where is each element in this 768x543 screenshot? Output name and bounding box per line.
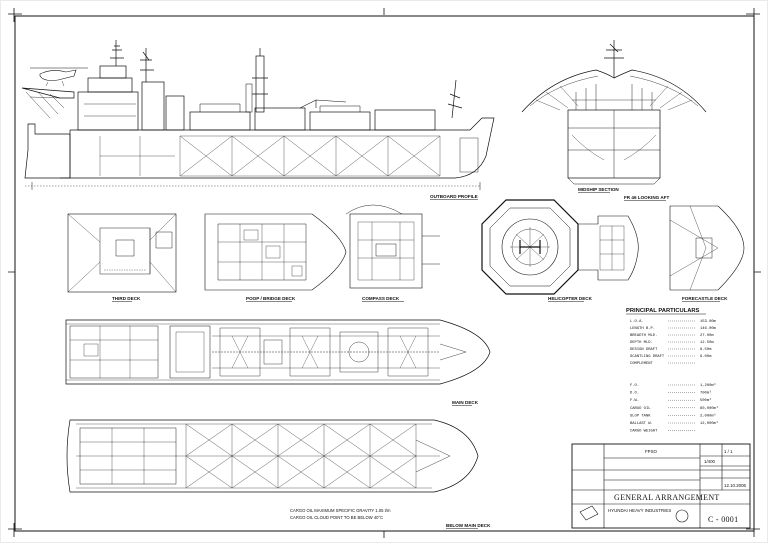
third-deck-plan: [67, 213, 177, 293]
particulars-label: F.O.: [630, 384, 639, 388]
particulars-label: L.O.A.: [630, 320, 644, 324]
main-deck-plan: [65, 319, 491, 385]
forecastle-deck-plan: [669, 205, 745, 291]
company-name: HYUNDAI HEAVY INDUSTRIES: [608, 508, 671, 513]
particulars-value: 60,000m³: [700, 407, 718, 411]
particulars-label: CARGO OIL: [630, 407, 651, 411]
compass-deck-plan: [345, 204, 440, 289]
compass-deck-title: COMPASS DECK: [362, 296, 400, 301]
outboard-profile-view: [21, 40, 495, 190]
midship-section-view: [521, 40, 707, 185]
particulars-value: 12,000m³: [700, 422, 718, 426]
cargo-note-line-1: CARGO OIL MAXIMUM SPECIFIC GRAVITY 1.05 …: [290, 508, 391, 513]
particulars-value: 153.00m: [700, 320, 717, 324]
project-name: FPSO: [645, 449, 658, 454]
scale-value: 1/400: [704, 459, 716, 464]
principal-particulars-table: PRINCIPAL PARTICULARS L.O.A. 153.00mLENGT…: [626, 308, 718, 434]
third-deck-title: THIRD DECK: [112, 296, 141, 301]
particulars-label: F.W.: [630, 399, 639, 403]
particulars-label: D.O.: [630, 392, 639, 396]
drawing-title: GENERAL ARRANGEMENT: [614, 493, 720, 502]
drawing-number: C - 0001: [708, 515, 738, 524]
profile-view-title: OUTBOARD PROFILE: [430, 194, 478, 199]
capacity-rows: F.O. 1,200m³ D.O. 700m³ F.W. 500m³ CARGO OIL 60…: [630, 384, 718, 434]
midship-section-title: MIDSHIP SECTION: [578, 187, 619, 192]
particulars-label: SCANTLING DRAFT: [630, 355, 665, 359]
particulars-value: 12.50m: [700, 341, 714, 345]
particulars-value: 8.50m: [700, 348, 712, 352]
below-main-deck-plan: [66, 419, 479, 493]
particulars-label: DEPTH MLD.: [630, 341, 653, 345]
poop-deck-plan: [204, 213, 347, 291]
particulars-value: 146.00m: [700, 327, 717, 331]
particulars-label: COMPLEMENT: [630, 362, 654, 366]
helicopter-deck-title: HELICOPTER DECK: [548, 296, 593, 301]
particulars-value: 500m³: [700, 399, 711, 403]
looking-aft-title: FR 46 LOOKING AFT: [624, 195, 669, 200]
particulars-label: LENGTH B.P.: [630, 327, 655, 331]
particulars-value: 27.00m: [700, 334, 714, 338]
particulars-label: DESIGN DRAFT: [630, 348, 658, 352]
cargo-note-line-2: CARGO OIL CLOUD POINT TO BE BELOW 40°C: [290, 515, 383, 520]
particulars-title: PRINCIPAL PARTICULARS: [626, 308, 700, 314]
particulars-value: 700m³: [700, 392, 711, 396]
cargo-tank-panels: [179, 135, 441, 177]
particulars-label: CARGO WEIGHT: [630, 430, 658, 434]
title-block: [571, 443, 751, 529]
particulars-value: 2,000m³: [700, 414, 716, 418]
poop-deck-title: POOP / BRIDGE DECK: [246, 296, 296, 301]
below-main-deck-title: BELOW MAIN DECK: [446, 523, 491, 528]
drawing-date: 12.10.2006: [724, 483, 747, 488]
sheet-reference: 1 / 1: [724, 449, 733, 454]
foredeck-house-plan: [578, 215, 639, 281]
particulars-value: 9.00m: [700, 355, 712, 359]
helicopter-deck-plan: [481, 199, 579, 295]
forecastle-deck-title: FORECASTLE DECK: [682, 296, 728, 301]
particulars-label: BREADTH MLD.: [630, 334, 657, 338]
main-deck-title: MAIN DECK: [452, 400, 479, 405]
particulars-label: SLOP TANK: [630, 414, 651, 418]
particulars-label: BALLAST W.: [630, 422, 653, 426]
particulars-value: 1,200m³: [700, 384, 716, 388]
